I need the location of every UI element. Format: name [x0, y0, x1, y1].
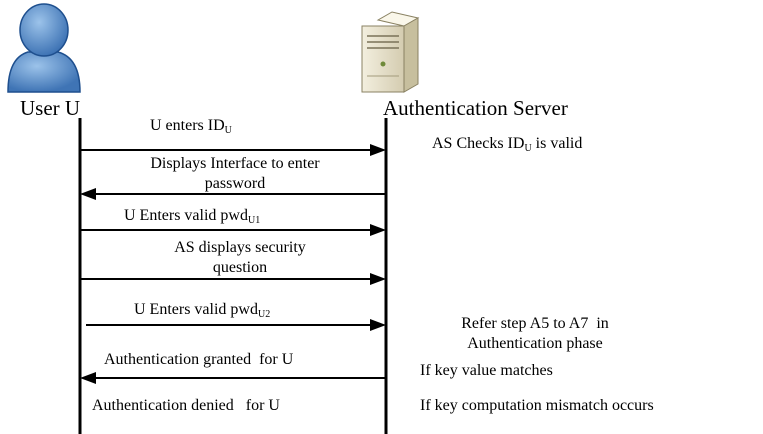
user-avatar-icon	[7, 3, 81, 93]
message-label-5: U Enters valid pwdU2	[134, 301, 271, 320]
server-tower-icon	[361, 11, 420, 93]
message-label-7: Authentication denied for U	[92, 397, 280, 414]
message-label-6: Authentication granted for U	[104, 351, 294, 368]
message-arrow-3	[80, 224, 386, 236]
note-key-matches: If key value matches	[420, 362, 553, 379]
message-label-4: AS displays security question	[174, 239, 306, 276]
server-actor-label: Authentication Server	[383, 96, 568, 120]
note-key-mismatch: If key computation mismatch occurs	[420, 397, 654, 414]
user-actor-label: User U	[20, 96, 81, 120]
message-label-3: U Enters valid pwdU1	[124, 207, 261, 226]
message-label-2: Displays Interface to enter password	[150, 155, 320, 192]
message-arrow-6	[80, 372, 386, 384]
message-label-1: U enters IDU	[150, 117, 232, 136]
note-check-id: AS Checks IDU is valid	[432, 135, 583, 154]
message-arrow-4	[80, 273, 386, 285]
message-arrow-2	[80, 188, 386, 200]
message-arrow-1	[80, 144, 386, 156]
note-refer-step: Refer step A5 to A7 in Authentication ph…	[461, 315, 609, 352]
message-arrow-5	[86, 319, 386, 331]
